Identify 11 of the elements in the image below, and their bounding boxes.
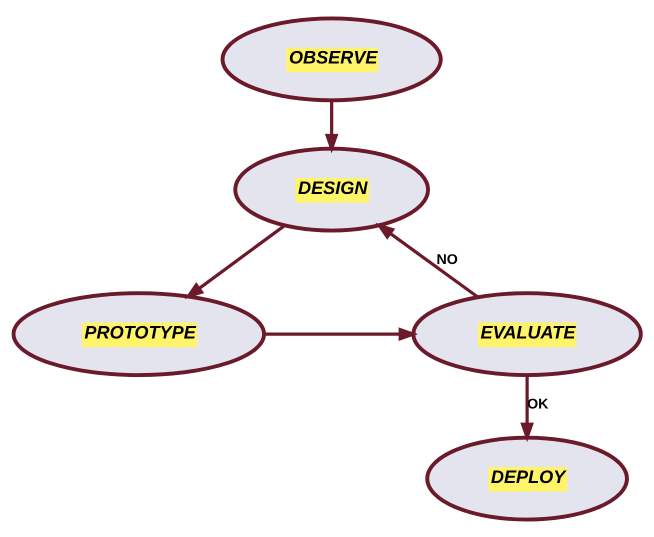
arrow [376,222,479,298]
arrow [324,100,338,153]
node-ellipse: DEPLOY [425,435,629,522]
arrow [520,374,534,442]
node-ellipse: EVALUATE [411,290,643,377]
arrow [184,224,286,299]
edge-label: NO [436,252,458,268]
node-ellipse: PROTOTYPE [12,290,266,377]
node-ellipse: OBSERVE [220,16,443,102]
arrow [264,326,418,340]
node-ellipse: DESIGN [233,146,430,232]
